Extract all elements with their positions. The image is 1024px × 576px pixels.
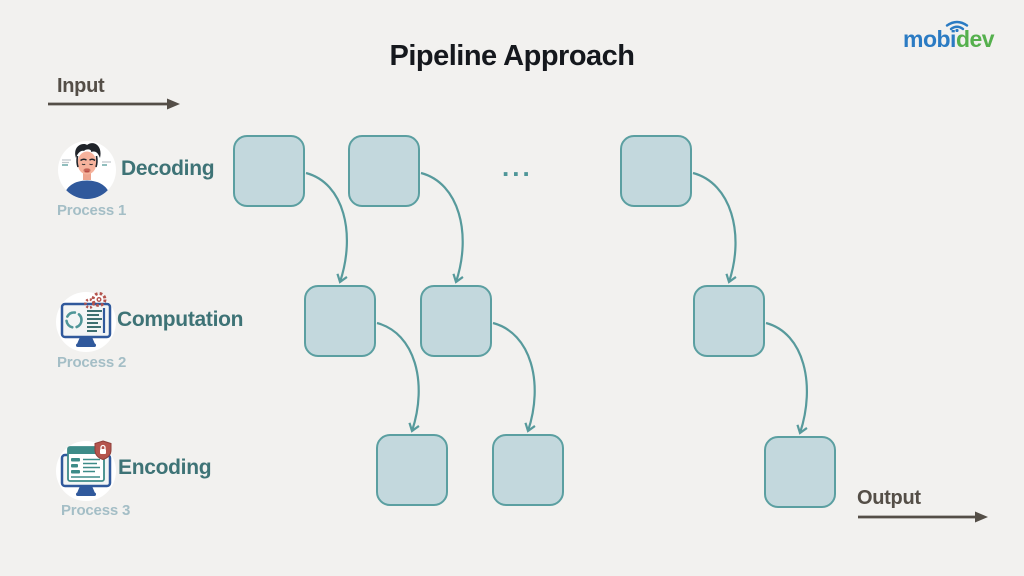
pipeline-node: [492, 434, 564, 506]
flow-arrow: [305, 171, 348, 284]
pipeline-node: [764, 436, 836, 508]
process-computation-label: Computation: [117, 308, 244, 331]
process-3-caption: Process 3: [61, 502, 131, 519]
logo-part-dev: dev: [955, 26, 995, 52]
wifi-arcs-icon: [945, 20, 969, 32]
pipeline-node: [620, 135, 692, 207]
compute-monitor-icon: [56, 292, 116, 352]
process-decoding-badge: [58, 141, 116, 204]
pipeline-node: [693, 285, 765, 357]
logo-text: mobidev: [903, 26, 995, 52]
pipeline-node: [348, 135, 420, 207]
flow-arrow: [765, 321, 808, 435]
mobidev-logo: mobidev: [903, 18, 1003, 52]
process-1-caption: Process 1: [57, 202, 127, 219]
page-title: Pipeline Approach: [389, 40, 635, 72]
input-label: Input: [57, 75, 105, 97]
logo-part-mobi: mobi: [903, 26, 956, 52]
person-avatar-icon: [58, 141, 116, 199]
output-arrow-icon: [858, 511, 988, 523]
flow-arrow: [420, 171, 464, 284]
pipeline-node: [304, 285, 376, 357]
process-encoding-label: Encoding: [118, 456, 212, 479]
process-decoding-label: Decoding: [121, 157, 215, 180]
pipeline-node: [420, 285, 492, 357]
output-label: Output: [857, 487, 921, 509]
pipeline-node: [376, 434, 448, 506]
secure-monitor-icon: [56, 440, 116, 501]
ellipsis-label: ...: [502, 152, 533, 182]
process-computation-badge: [53, 288, 119, 359]
input-arrow-icon: [48, 98, 180, 110]
pipeline-node: [233, 135, 305, 207]
flow-arrow: [492, 321, 536, 433]
process-encoding-badge: [53, 437, 119, 508]
process-2-caption: Process 2: [57, 354, 127, 371]
flow-arrow: [692, 171, 737, 284]
flow-arrow: [376, 321, 420, 433]
